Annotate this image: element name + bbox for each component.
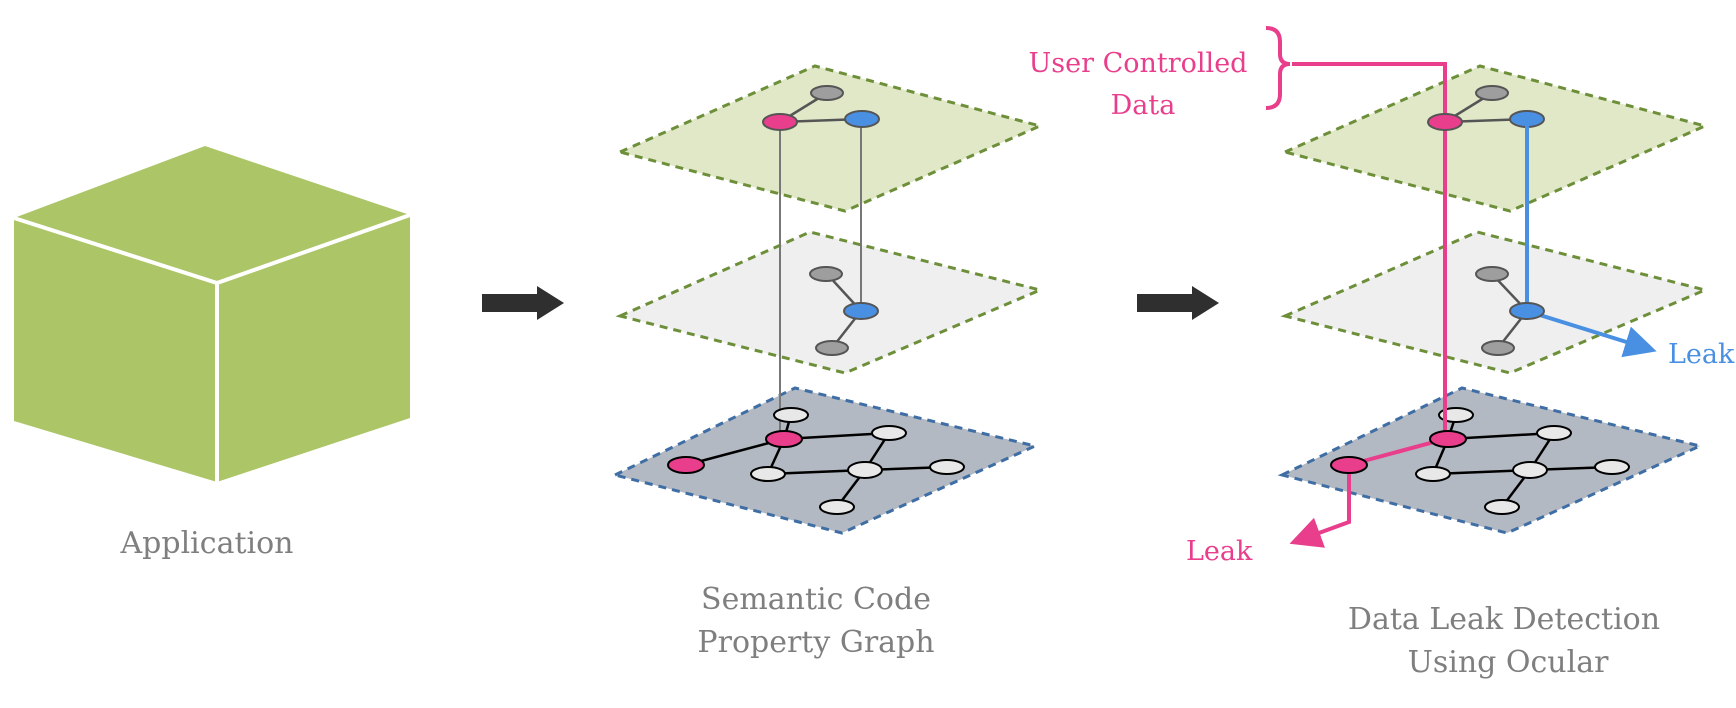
graph-node-blue (844, 110, 880, 128)
user-controlled-label-line2: Data (1111, 90, 1176, 121)
graph-node-pink (1427, 113, 1463, 131)
graph-node-pink (667, 456, 705, 474)
graph-node (929, 459, 965, 475)
layer-top (615, 64, 1045, 213)
graph-node (1475, 266, 1509, 282)
graph-node-pink (1330, 456, 1368, 474)
graph-node (1484, 499, 1520, 515)
graph-node (750, 466, 786, 482)
graph-node (847, 461, 883, 479)
scpg-label-line1: Semantic Code (701, 582, 931, 617)
leak-right-label: Leak (1668, 339, 1735, 370)
detection-layer-stack (1265, 26, 1710, 548)
layer-middle (615, 230, 1045, 375)
arrow-right-icon (482, 286, 564, 320)
user-controlled-label-line1: User Controlled (1029, 48, 1248, 79)
graph-node (1415, 466, 1451, 482)
graph-node-blue (843, 302, 879, 320)
arrow-right-icon (1137, 286, 1219, 320)
application-label: Application (120, 526, 294, 561)
graph-node (1536, 425, 1572, 441)
detection-label-line1: Data Leak Detection (1348, 602, 1660, 637)
detection-label-line2: Using Ocular (1408, 645, 1610, 680)
graph-node (773, 407, 809, 423)
graph-node (1475, 85, 1509, 101)
graph-node (1438, 407, 1474, 423)
scpg-layer-stack (610, 64, 1045, 535)
pink-leak-path (1289, 62, 1447, 548)
graph-node (809, 266, 843, 282)
layer-top (1280, 64, 1710, 213)
graph-node (1594, 459, 1630, 475)
graph-node (810, 85, 844, 101)
scpg-label-line2: Property Graph (697, 625, 934, 660)
graph-node (871, 425, 907, 441)
graph-node (815, 340, 849, 356)
layer-bottom (1277, 386, 1705, 535)
layer-bottom (610, 386, 1040, 535)
application-cube-icon (13, 146, 411, 482)
layer-middle (1280, 230, 1710, 375)
graph-node (819, 499, 855, 515)
graph-node-blue (1509, 302, 1545, 320)
leak-left-label: Leak (1186, 536, 1253, 567)
graph-node-pink (1429, 430, 1467, 448)
graph-node (1512, 461, 1548, 479)
graph-node-pink (762, 113, 798, 131)
graph-node (1481, 340, 1515, 356)
graph-node-pink (765, 430, 803, 448)
curly-brace-icon (1265, 26, 1291, 110)
